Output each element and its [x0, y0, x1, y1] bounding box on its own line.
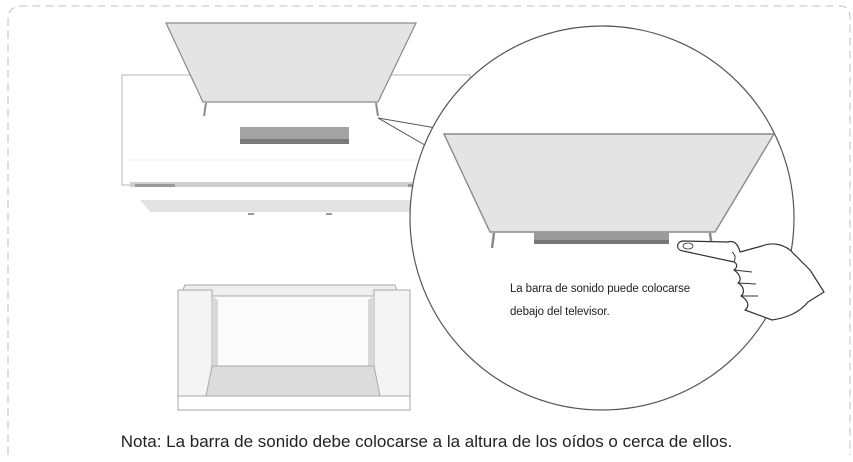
placement-note: Nota: La barra de sonido debe colocarse … [120, 432, 733, 451]
soundbar-left [240, 127, 349, 144]
callout-pointer [377, 117, 437, 149]
soundbar-zoom [534, 232, 669, 244]
callout-text-line-1: La barra de sonido puede colocarse [510, 283, 691, 295]
couch [177, 284, 411, 411]
tv-zoom [442, 133, 776, 249]
pointing-hand-icon [677, 240, 825, 321]
callout-text-line-2: debajo del televisor. [510, 306, 610, 318]
dashed-border [7, 5, 851, 455]
tv-left [165, 22, 417, 117]
